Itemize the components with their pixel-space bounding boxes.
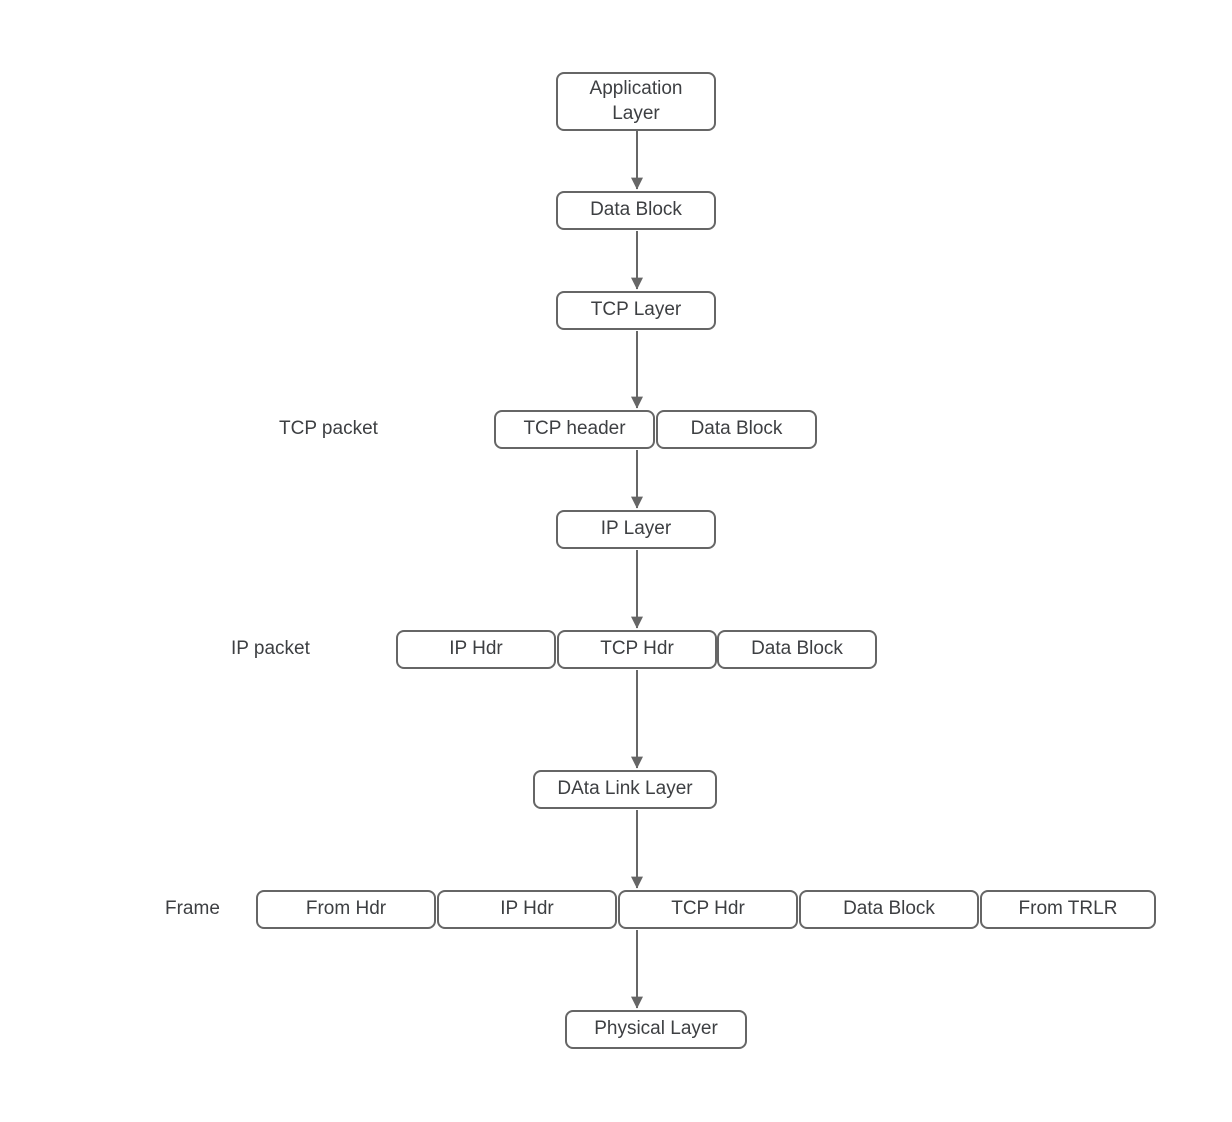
node-data-block-frame: Data Block: [799, 890, 979, 929]
node-ip-layer: IP Layer: [556, 510, 716, 549]
node-tcp-hdr-frame: TCP Hdr: [618, 890, 798, 929]
node-data-link-layer: DAta Link Layer: [533, 770, 717, 809]
node-tcp-layer: TCP Layer: [556, 291, 716, 330]
node-ip-hdr-frame: IP Hdr: [437, 890, 617, 929]
node-tcp-header: TCP header: [494, 410, 655, 449]
node-tcp-hdr-packet: TCP Hdr: [557, 630, 717, 669]
node-data-block-packet: Data Block: [717, 630, 877, 669]
label-ip-packet: IP packet: [231, 638, 310, 659]
node-physical-layer: Physical Layer: [565, 1010, 747, 1049]
node-from-hdr: From Hdr: [256, 890, 436, 929]
node-ip-hdr-packet: IP Hdr: [396, 630, 556, 669]
node-data-block-app: Data Block: [556, 191, 716, 230]
label-frame: Frame: [165, 898, 220, 919]
label-tcp-packet: TCP packet: [279, 418, 378, 439]
node-from-trlr: From TRLR: [980, 890, 1156, 929]
node-application-layer: Application Layer: [556, 72, 716, 131]
node-data-block-tcp: Data Block: [656, 410, 817, 449]
